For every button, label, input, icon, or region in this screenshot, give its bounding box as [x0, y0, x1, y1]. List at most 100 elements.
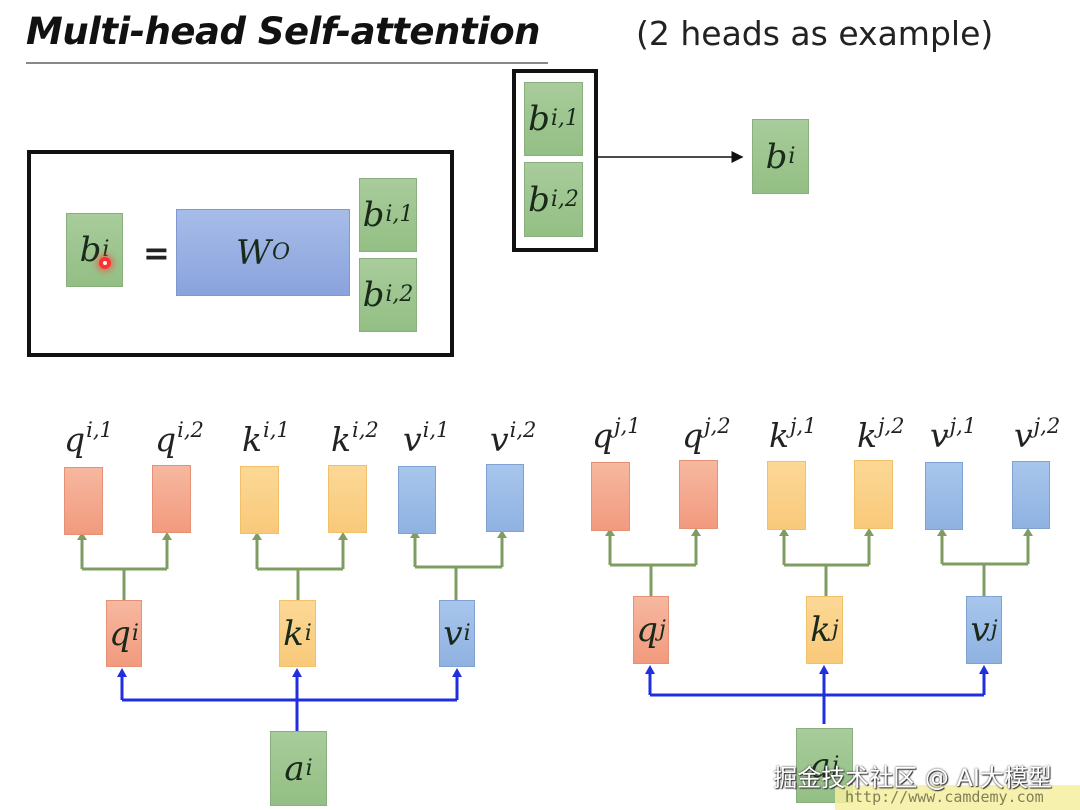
- weight-sup: O: [271, 239, 290, 265]
- label-sup: j,2: [1033, 414, 1061, 438]
- k-sup: j: [831, 617, 839, 642]
- head-vector-v-i1: [398, 466, 436, 534]
- weight-base: W: [236, 232, 271, 273]
- label-base: v: [490, 420, 509, 459]
- split-arrows-j: [608, 534, 1030, 596]
- head-label-k-j2: kj,2: [857, 416, 905, 455]
- head-output-base: b: [528, 179, 550, 220]
- label-base: k: [331, 420, 351, 459]
- head-label-q-j1: qj,1: [592, 414, 641, 455]
- equals-sign: =: [143, 234, 170, 272]
- head-label-q-i2: qi,2: [155, 418, 204, 459]
- head-label-v-j2: vj,2: [1014, 414, 1061, 455]
- rhs-sup: i,2: [385, 282, 414, 307]
- head-label-v-i2: vi,2: [490, 418, 537, 459]
- split-arrow-q-i: [80, 538, 169, 600]
- label-sup: i,1: [422, 418, 450, 442]
- head-vector-k-j2: [854, 460, 893, 529]
- split-arrowheads-i: [77, 530, 507, 540]
- split-arrow-v-i: [413, 536, 504, 600]
- lhs-sup: i: [102, 237, 110, 262]
- q-sup: i: [131, 620, 139, 646]
- v-base: v: [443, 613, 463, 654]
- a-base: a: [810, 745, 831, 786]
- output-base: b: [765, 136, 788, 177]
- input-arrowheads-j: [645, 665, 989, 674]
- input-arrows-j: [648, 673, 986, 724]
- split-arrow-q-j: [608, 534, 698, 596]
- q-sup: j: [658, 617, 666, 642]
- label-base: v: [403, 420, 422, 459]
- rhs-base: b: [362, 275, 385, 315]
- label-base: q: [64, 420, 86, 459]
- head-label-k-i1: ki,1: [242, 418, 290, 457]
- label-sup: i,1: [86, 418, 113, 442]
- split-arrow-k-i: [255, 538, 345, 600]
- split-arrow-k-j: [782, 534, 871, 596]
- head-output-sup: i,1: [550, 106, 579, 131]
- pointer-cursor: [99, 257, 111, 269]
- head-label-q-j2: qj,2: [682, 414, 731, 455]
- v-sup: j: [990, 617, 998, 642]
- lhs-base: b: [79, 230, 102, 270]
- label-sup: j,1: [949, 414, 977, 438]
- k-sup: i: [304, 620, 312, 646]
- a-sup: i: [305, 755, 313, 781]
- k-base: k: [810, 610, 831, 650]
- head-label-v-j1: vj,1: [930, 414, 977, 453]
- label-sup: i,2: [177, 418, 204, 442]
- head-label-q-i1: qi,1: [64, 418, 113, 459]
- label-sup: i,2: [352, 418, 379, 442]
- label-base: k: [857, 416, 877, 455]
- rhs-sup: i,1: [385, 202, 414, 227]
- a-sup: j: [831, 752, 839, 778]
- label-base: v: [1014, 416, 1033, 455]
- slide-title: Multi-head Self-attention: [26, 10, 540, 53]
- label-sup: j,1: [790, 414, 817, 438]
- label-base: q: [155, 420, 177, 459]
- head-output-sup: i,2: [550, 186, 579, 212]
- a-base: a: [284, 748, 305, 789]
- v-base: v: [970, 610, 990, 650]
- label-base: k: [769, 416, 789, 455]
- equation-frame: [27, 150, 454, 357]
- head-label-k-j1: kj,1: [769, 414, 817, 455]
- head-vector-k-i2: [328, 465, 367, 533]
- watermark-text: 掘金技术社区 @ AI大模型: [773, 764, 1052, 792]
- label-base: q: [682, 416, 704, 455]
- q-base: q: [109, 613, 131, 654]
- head-vector-v-j1: [925, 462, 963, 530]
- label-sup: i,1: [263, 418, 290, 442]
- input-arrowheads-i: [117, 668, 462, 677]
- label-sup: j,1: [614, 414, 641, 438]
- split-arrowheads-j: [605, 528, 1033, 536]
- label-sup: i,2: [509, 418, 537, 442]
- k-base: k: [283, 613, 304, 654]
- head-output-base: b: [528, 99, 550, 139]
- camdemy-banner: http://www.camdemy.com: [835, 785, 1080, 810]
- q-base: q: [636, 610, 658, 650]
- rhs-base: b: [362, 195, 385, 235]
- label-base: q: [592, 416, 614, 455]
- head-vector-q-j2: [679, 460, 718, 529]
- input-arrows-i: [120, 676, 459, 731]
- label-sup: j,2: [704, 414, 731, 438]
- v-sup: i: [463, 620, 471, 646]
- head-vector-k-j1: [767, 461, 806, 530]
- concat-frame: [512, 69, 598, 252]
